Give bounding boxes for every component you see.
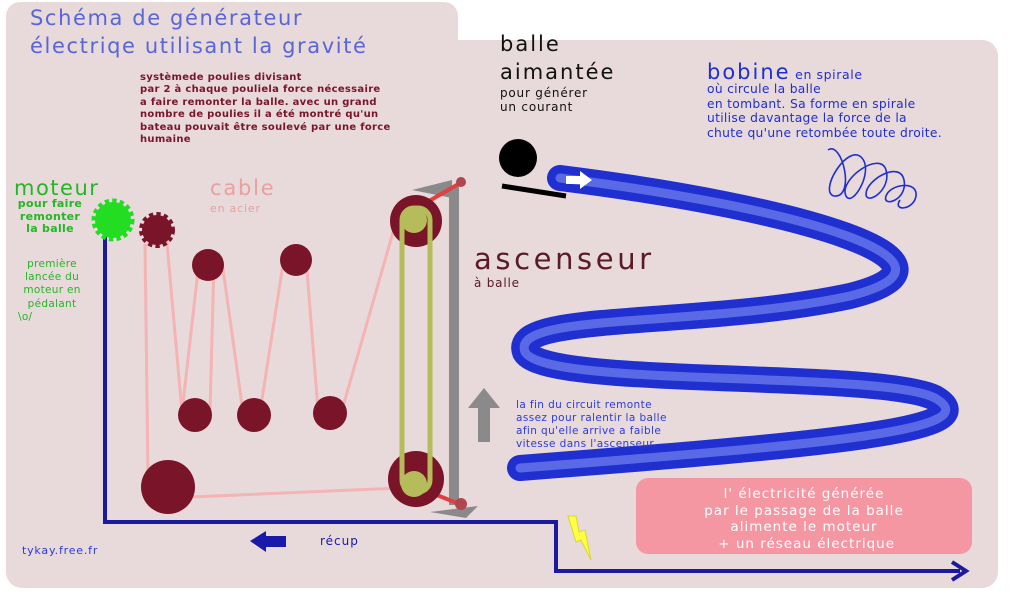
ball-title-line-1: balle [500, 32, 561, 56]
cable-title: cable [210, 176, 276, 200]
cable-segment [180, 261, 201, 413]
circuit-end-note: la fin du circuit remonte assez pour ral… [516, 399, 667, 451]
circuit-end-line: la fin du circuit remonte [516, 399, 652, 411]
electricity-line: par le passage de la balle [704, 502, 904, 519]
pulley-note-line: systèmede poulies divisant [140, 72, 302, 83]
ball-entry-arrow-icon [566, 171, 592, 189]
pulley [192, 249, 224, 281]
pulley [237, 398, 271, 432]
elevator-frame [412, 180, 500, 518]
pulley [313, 396, 347, 430]
pulley [280, 244, 312, 276]
pulley-note-line: nombre de poulies il a été montré qu'un [140, 109, 379, 121]
first-launch-line: première [27, 258, 77, 270]
first-launch-note: première lancée du moteur en pédalant \o… [16, 258, 88, 324]
recup-label: récup [320, 534, 359, 548]
link-joint [456, 177, 466, 187]
coil-scribble-icon [827, 148, 917, 209]
elevator-title: ascenseur [474, 242, 655, 276]
up-arrow-icon [468, 388, 500, 442]
recup-arrow-icon [250, 531, 286, 552]
circuit-end-line: vitesse dans l'ascenseur [516, 438, 655, 450]
first-launch-line: moteur en [23, 284, 81, 297]
first-launch-line: lancée du [24, 271, 80, 284]
power-output-arrowhead [950, 560, 970, 582]
motor-gear-body [96, 203, 130, 237]
belt-top-wheel [401, 207, 427, 233]
title-line-2: électriqe utilisant la gravité [30, 34, 368, 58]
pulley-gear-body [143, 216, 171, 244]
coil-title-suffix: en spirale [790, 67, 863, 82]
cable-segment [143, 243, 150, 477]
spiral-coil-tube [507, 165, 959, 481]
ball-caption: pour générer un courant [500, 86, 588, 114]
motor-caption-line: remonter [19, 209, 81, 223]
first-launch-line: pédalant [27, 297, 77, 310]
pulley-note: systèmede poulies divisant par 2 à chaqu… [140, 72, 391, 146]
coil-heading: bobine en spirale [707, 60, 863, 84]
electricity-line: alimente le moteur [730, 519, 878, 535]
coil-tube-inner [515, 173, 951, 473]
ball-ramp [501, 183, 567, 199]
pulley-note-line: a faire remonter la balle. avec un grand [140, 96, 377, 108]
elevator-bottom-arrow-icon [430, 506, 478, 518]
coil-note-line: où circule la balle [707, 82, 821, 96]
coil-note-line: en tombant. Sa forme en spirale [707, 96, 916, 111]
title-line-1: Schéma de générateur [30, 6, 304, 30]
motor-caption-line: pour faire [17, 197, 83, 210]
coil-note-line: chute qu'une retombée toute droite. [707, 125, 942, 140]
coil-note-line: utilise davantage la force de la [707, 111, 907, 125]
pulley-note-line: bateau pouvait être soulevé par une forc… [140, 121, 391, 133]
cable-segment [258, 257, 286, 413]
electricity-line: + un réseau électrique [712, 535, 896, 552]
coil-title: bobine [707, 60, 791, 84]
steel-cable [143, 207, 402, 500]
ball-title-line-2: aimantée [500, 60, 616, 84]
circuit-end-line: afin qu'elle arrive a faible [516, 425, 662, 437]
belt-bottom-wheel [401, 471, 427, 497]
cable-segment [340, 207, 402, 411]
elevator-belt [399, 205, 433, 497]
electricity-line: l' électricité générée [723, 486, 885, 502]
pulleys [141, 195, 444, 514]
belt-loop [399, 205, 433, 495]
circuit-lines [103, 228, 960, 573]
electricity-note: l' électricité générée par le passage de… [636, 486, 972, 552]
first-launch-line: \o/ [18, 310, 33, 323]
pulley [178, 398, 212, 432]
pulley-note-line: humaine [140, 134, 191, 146]
magnetized-ball [499, 139, 537, 177]
motor-caption: pour faire remonter la balle [15, 197, 85, 236]
cable-segment [304, 257, 320, 411]
elevator-subtitle: à balle [474, 276, 520, 290]
cable-segment [164, 231, 184, 413]
pulley-large [141, 460, 195, 514]
ball-caption-line: pour générer [500, 86, 588, 100]
coil-note: où circule la balle en tombant. Sa forme… [707, 82, 942, 140]
circuit-end-line: assez pour ralentir la balle [516, 412, 667, 424]
cable-segment [208, 261, 216, 413]
credit-label: tykay.free.fr [22, 544, 99, 557]
motor-caption-line: la balle [26, 222, 74, 235]
cable-subtitle: en acier [210, 202, 261, 215]
electricity-box [636, 478, 972, 554]
cable-segment [220, 261, 245, 413]
link-joint [455, 498, 467, 510]
pulley-note-line: par 2 à chaque pouliela force nécessaire [140, 84, 381, 96]
motor-title: moteur [14, 176, 100, 200]
cable-segment [167, 486, 401, 500]
lightning-icon [567, 515, 592, 561]
ball-caption-line: un courant [500, 100, 574, 114]
